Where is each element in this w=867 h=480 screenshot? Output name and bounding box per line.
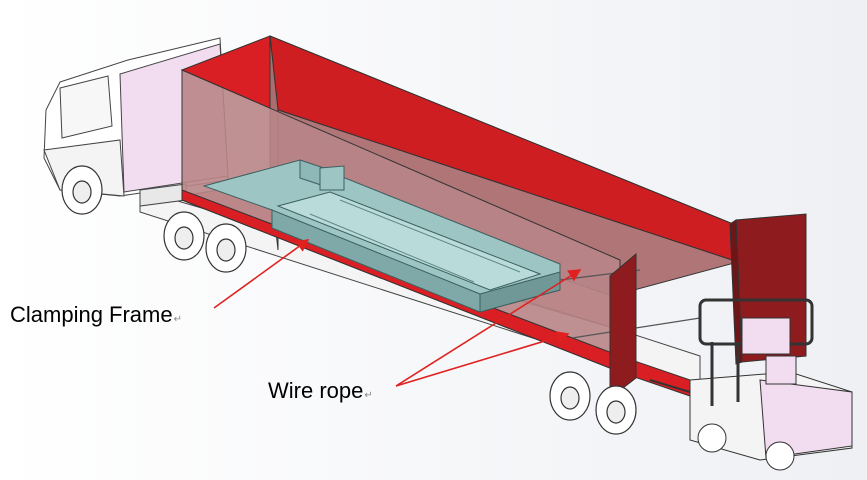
clamping-frame-text: Clamping Frame — [10, 302, 173, 327]
wheels — [61, 165, 637, 435]
wire-rope-label: Wire rope↵ — [268, 378, 373, 404]
clamping-frame-label: Clamping Frame↵ — [10, 302, 182, 328]
return-mark-icon: ↵ — [364, 390, 373, 401]
annotation-arrows — [213, 239, 582, 387]
wire-rope-text: Wire rope — [268, 378, 364, 403]
return-mark-icon: ↵ — [173, 314, 182, 325]
arrow-wire-rope-upper — [395, 269, 582, 387]
arrow-clamping-frame — [213, 239, 310, 309]
forklift — [649, 298, 853, 471]
arrow-wire-rope-lower — [395, 331, 570, 387]
clamping-frame — [202, 159, 561, 313]
